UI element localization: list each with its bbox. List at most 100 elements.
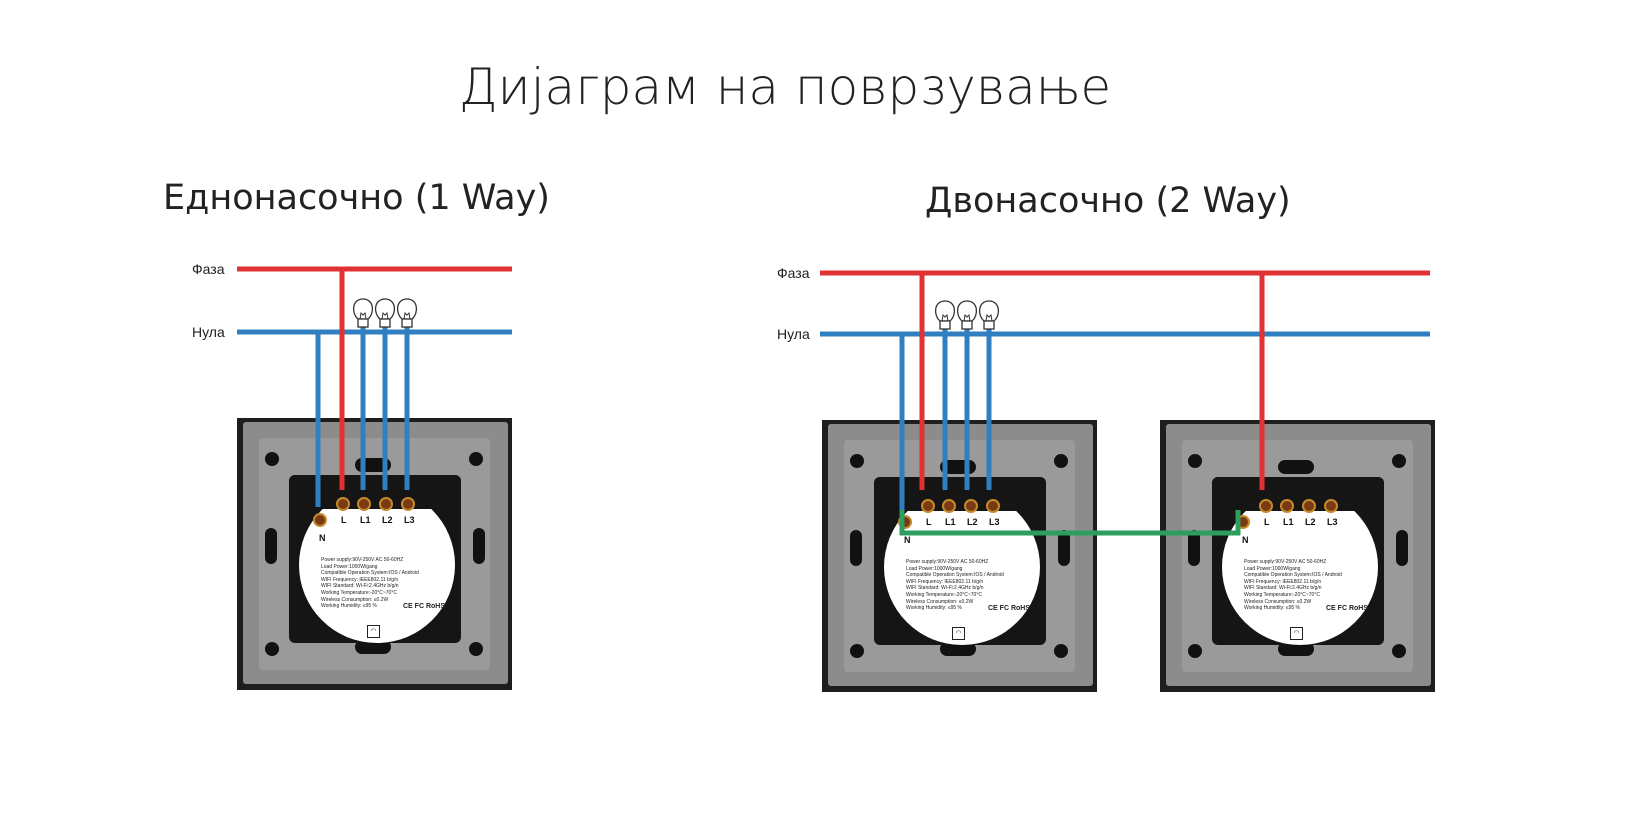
neutral-label: N xyxy=(319,533,326,543)
one-way-heading: Еднонасочно (1 Way) xyxy=(163,178,550,218)
spec-line: WIFI Frequency: IEEE802.11 b/g/n xyxy=(906,578,984,585)
one-way-neutral-label: Нула xyxy=(192,324,225,340)
light-bulb-icon xyxy=(352,298,374,328)
spec-line: WIFI Standard: Wi-Fi:2.4GHz b/g/n xyxy=(1244,585,1322,592)
spec-line: WIFI Frequency: IEEE802.11 b/g/n xyxy=(321,576,399,583)
spec-line: Wireless Consumption: ≤0.2W xyxy=(321,596,389,603)
light-bulb-icon xyxy=(934,300,956,330)
terminal-screw xyxy=(986,499,1000,513)
light-bulb-icon xyxy=(956,300,978,330)
spec-line: Load Power:1000W/gang xyxy=(906,565,963,572)
terminal-label: L3 xyxy=(1327,517,1338,527)
terminal-screw xyxy=(1259,499,1273,513)
mounting-slot xyxy=(1278,642,1314,656)
spec-line: Power supply:90V-250V AC 50-60HZ xyxy=(321,557,404,563)
spec-line: Wireless Consumption: ≤0.2W xyxy=(1244,598,1312,605)
terminal-label: L xyxy=(1264,517,1270,527)
two-way-phase-label: Фаза xyxy=(777,265,810,281)
spec-line: Wireless Consumption: ≤0.2W xyxy=(906,598,974,605)
screw-hole xyxy=(265,452,279,466)
mounting-slot xyxy=(1188,530,1200,566)
screw-hole xyxy=(1188,454,1202,468)
mounting-slot xyxy=(850,530,862,566)
mounting-slot xyxy=(473,528,485,564)
screw-hole xyxy=(265,642,279,656)
terminal-screw xyxy=(401,497,415,511)
spec-line: WIFI Standard: Wi-Fi:2.4GHz b/g/n xyxy=(906,585,984,592)
light-bulb-icon xyxy=(396,298,418,328)
neutral-label: N xyxy=(904,535,911,545)
certification-marks: CE FC RoHS xyxy=(1326,605,1368,612)
screw-hole xyxy=(469,642,483,656)
terminal-screw xyxy=(964,499,978,513)
terminal-screw xyxy=(1302,499,1316,513)
terminal-block xyxy=(1212,477,1384,511)
light-bulb-icon xyxy=(374,298,396,328)
two-way-heading: Двонасочно (2 Way) xyxy=(925,181,1291,221)
terminal-screw xyxy=(942,499,956,513)
certification-marks: CE FC RoHS xyxy=(403,603,445,610)
terminal-screw xyxy=(1324,499,1338,513)
two-way-neutral-label: Нула xyxy=(777,326,810,342)
wifi-icon: ◠ xyxy=(367,625,380,638)
terminal-screw xyxy=(921,499,935,513)
mounting-slot xyxy=(940,642,976,656)
terminal-label: L2 xyxy=(1305,517,1316,527)
terminal-screw xyxy=(1280,499,1294,513)
spec-line: Power supply:90V-250V AC 50-60HZ xyxy=(1244,559,1327,565)
light-bulb-icon xyxy=(978,300,1000,330)
spec-line: WIFI Frequency: IEEE802.11 b/g/n xyxy=(1244,578,1322,585)
screw-hole xyxy=(850,644,864,658)
screw-hole xyxy=(850,454,864,468)
spec-line: Compatible Operation System:IOS / Androi… xyxy=(906,572,1004,579)
mounting-slot xyxy=(355,640,391,654)
spec-line: Compatible Operation System:IOS / Androi… xyxy=(321,570,419,577)
terminal-label: L1 xyxy=(945,517,956,527)
spec-line: Power supply:90V-250V AC 50-60HZ xyxy=(906,559,989,565)
spec-line: Load Power:1000W/gang xyxy=(1244,565,1301,572)
label-disc xyxy=(884,489,1040,645)
neutral-label: N xyxy=(1242,535,1249,545)
terminal-label: L1 xyxy=(360,515,371,525)
spec-line: Working Temperature:-20°C~70°C xyxy=(1244,591,1320,598)
spec-line: Load Power:1000W/gang xyxy=(321,563,378,570)
wifi-icon: ◠ xyxy=(1290,627,1303,640)
screw-hole xyxy=(469,452,483,466)
spec-line: WIFI Standard: Wi-Fi:2.4GHz b/g/n xyxy=(321,583,399,590)
terminal-screw xyxy=(336,497,350,511)
terminal-label: L2 xyxy=(382,515,393,525)
spec-line: Working Temperature:-20°C~70°C xyxy=(906,591,982,598)
wifi-icon: ◠ xyxy=(952,627,965,640)
terminal-screw xyxy=(379,497,393,511)
one-way-phase-label: Фаза xyxy=(192,261,225,277)
label-disc xyxy=(1222,489,1378,645)
spec-line: Working Temperature:-20°C~70°C xyxy=(321,589,397,596)
terminal-label: L xyxy=(341,515,347,525)
neutral-terminal xyxy=(313,513,327,527)
mounting-slot xyxy=(1396,530,1408,566)
screw-hole xyxy=(1392,454,1406,468)
mounting-slot xyxy=(1058,530,1070,566)
spec-line: Working Humidity: ≤95 % xyxy=(1244,605,1301,612)
page-title: Дијаграм на поврзување xyxy=(458,58,1112,116)
terminal-label: L3 xyxy=(989,517,1000,527)
screw-hole xyxy=(1054,454,1068,468)
spec-line: Working Humidity: ≤95 % xyxy=(321,603,378,610)
terminal-label: L2 xyxy=(967,517,978,527)
mounting-slot xyxy=(1278,460,1314,474)
terminal-label: L3 xyxy=(404,515,415,525)
screw-hole xyxy=(1392,644,1406,658)
mounting-slot xyxy=(265,528,277,564)
label-disc xyxy=(299,487,455,643)
spec-line: Compatible Operation System:IOS / Androi… xyxy=(1244,572,1342,579)
screw-hole xyxy=(1188,644,1202,658)
certification-marks: CE FC RoHS xyxy=(988,605,1030,612)
